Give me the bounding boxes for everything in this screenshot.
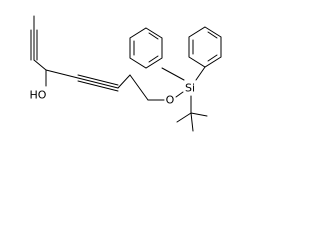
- bond-si-phenyl-right: [195, 66, 206, 81]
- phenyl-left-hexagon: [129, 27, 163, 69]
- chemical-structure: HO O Si: [30, 15, 222, 132]
- hydroxyl-label: HO: [30, 89, 47, 102]
- silicon-label: Si: [185, 82, 195, 95]
- phenyl-ring-right: [188, 26, 222, 81]
- bond-c7-c8: [117, 74, 131, 89]
- bond-cq-me1: [176, 112, 192, 123]
- bond-c4-c5: [45, 69, 79, 79]
- bond-c3-c4: [33, 59, 47, 71]
- phenyl-ring-left: [129, 27, 185, 81]
- bond-cq-me2: [190, 112, 208, 117]
- bond-c8-c9: [129, 74, 149, 101]
- phenyl-right-hexagon: [188, 26, 222, 68]
- triple-bond-2: [77, 74, 119, 92]
- bond-si-phenyl-left: [161, 67, 185, 81]
- bond-cq-me3: [190, 112, 194, 132]
- carbon-chain: [30, 15, 165, 101]
- ether-oxygen-label: O: [166, 94, 175, 107]
- triple-bond-1: [30, 29, 38, 61]
- tert-butyl-group: [176, 95, 208, 132]
- bond-o-si: [175, 91, 184, 98]
